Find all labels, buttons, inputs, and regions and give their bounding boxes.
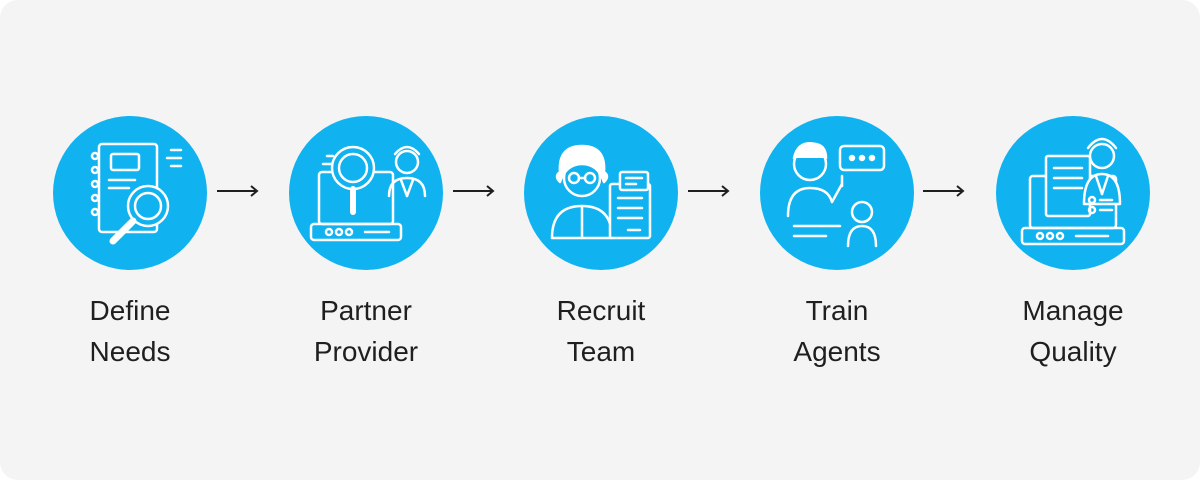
laptop-agent-docs-icon (996, 116, 1150, 270)
step-label-line2: Needs (89, 336, 171, 367)
laptop-search-agent-icon (289, 116, 443, 270)
step-manage-quality: Manage Quality (973, 116, 1173, 372)
arrow-right-icon (453, 185, 495, 197)
step-label-line1: Train (805, 295, 869, 326)
step-label-line2: Team (566, 336, 636, 367)
step-label-line1: Define (89, 295, 171, 326)
step-train-agents: Train Agents (737, 116, 937, 372)
step-define-needs: Define Needs (30, 116, 230, 372)
arrow-right-icon (217, 185, 259, 197)
step-partner-provider: Partner Provider (266, 116, 466, 372)
step-label-line2: Provider (313, 336, 419, 367)
step-label-line1: Manage (1022, 295, 1124, 326)
trainer-chat-icon (760, 116, 914, 270)
arrow-right-icon (688, 185, 730, 197)
candidate-resume-icon (524, 116, 678, 270)
arrow-right-icon (923, 185, 965, 197)
step-label-line2: Agents (793, 336, 881, 367)
step-label-line2: Quality (1029, 336, 1117, 367)
checklist-magnifier-icon (53, 116, 207, 270)
step-label-line1: Partner (320, 295, 412, 326)
step-recruit-team: Recruit Team (501, 116, 701, 372)
step-label-line1: Recruit (556, 295, 646, 326)
